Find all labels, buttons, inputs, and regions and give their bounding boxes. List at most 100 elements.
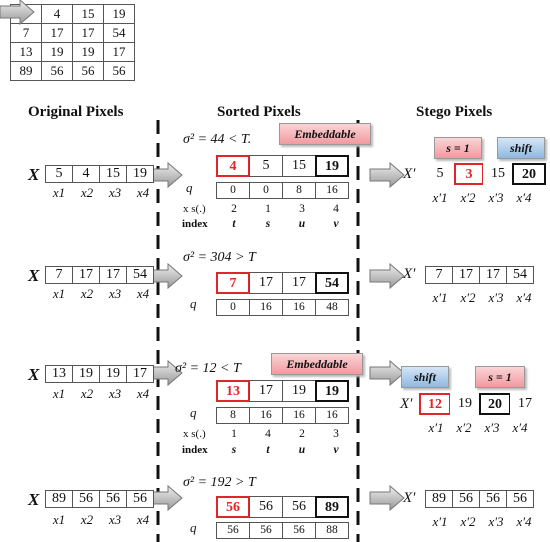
q-cell: 8 <box>216 407 250 424</box>
grid-cell: 13 <box>10 42 42 62</box>
subscript-label: x′3 <box>488 514 504 529</box>
x-label: X <box>28 266 40 285</box>
grid-cell: 56 <box>41 61 73 81</box>
pixel-cell: 4 <box>72 165 100 183</box>
q-cell: 56 <box>216 522 250 539</box>
q-row: 56 56 56 88 <box>216 522 349 539</box>
pixel-cell: 19 <box>126 165 154 183</box>
index-value: s <box>231 444 237 456</box>
q-cell: 56 <box>249 522 283 539</box>
subscript-label: x4 <box>136 512 150 527</box>
q-row: 0 0 8 16 <box>216 182 349 199</box>
index-value: t <box>266 444 270 456</box>
xs-value: 1 <box>231 428 237 440</box>
modified-pixel-cell: 3 <box>454 163 484 185</box>
index-value: u <box>298 444 306 456</box>
subscript-label: x′1 <box>432 290 448 305</box>
header-stego: Stego Pixels <box>416 104 493 120</box>
xs-value: 4 <box>333 203 339 215</box>
q-row: 0 16 16 48 <box>216 299 349 316</box>
subscript-label: x′1 <box>432 514 448 529</box>
original-pixels-row: 13 19 19 17 <box>45 365 154 383</box>
q-cell: 0 <box>216 299 250 316</box>
x-label: X <box>28 165 40 184</box>
xs-label: x s(.) <box>183 428 206 440</box>
q-label: q <box>190 520 197 535</box>
q-cell: 16 <box>315 182 349 199</box>
subscript-label: x1 <box>52 185 66 200</box>
q-label: q <box>186 180 193 195</box>
subscript-label: x′2 <box>460 290 476 305</box>
pixel-cell: 54 <box>506 266 534 284</box>
shift-tag: shift <box>401 366 449 388</box>
subscript-label: x′1 <box>432 190 448 205</box>
pixel-cell: 7 <box>45 266 73 284</box>
pixel-cell: 19 <box>99 365 127 383</box>
subscript-label: x3 <box>108 286 122 301</box>
index-value: t <box>232 218 236 230</box>
max-pixel-cell: 19 <box>315 155 349 177</box>
pixel-cell: 17 <box>452 266 480 284</box>
pixel-cell: 15 <box>99 165 127 183</box>
sorted-pixels-row: 4 5 15 19 <box>216 155 349 177</box>
index-label: index <box>182 218 208 230</box>
q-cell: 16 <box>249 299 283 316</box>
index-row: s t u v <box>217 444 353 456</box>
q-label: q <box>190 296 197 311</box>
index-value: v <box>333 218 339 230</box>
q-cell: 0 <box>249 182 283 199</box>
pixel-cell: 5 <box>45 165 73 183</box>
subscript-label: x4 <box>136 286 150 301</box>
sigma-condition: σ² = 304 > T <box>183 250 256 265</box>
pixel-cell: 17 <box>510 393 540 415</box>
embeddable-tag: Embeddable <box>271 353 363 375</box>
subscript-label: x2 <box>80 286 94 301</box>
arrow-icon <box>369 263 405 289</box>
subscript-label: x′2 <box>460 514 476 529</box>
arrow-icon <box>369 360 405 386</box>
min-pixel-cell: 7 <box>216 272 250 294</box>
subscript-label: x′1 <box>428 420 444 435</box>
original-pixels-row: 89 56 56 56 <box>45 490 154 508</box>
min-pixel-cell: 13 <box>216 380 250 402</box>
embeddable-tag: Embeddable <box>279 123 371 145</box>
pixel-cell: 15 <box>282 155 316 177</box>
x-prime-label: X′ <box>403 490 416 506</box>
xs-value: 4 <box>265 428 271 440</box>
subscript-label: x′2 <box>456 420 472 435</box>
pixel-cell: 17 <box>249 380 283 402</box>
pixel-cell: 17 <box>282 272 316 294</box>
xs-value: 2 <box>231 203 237 215</box>
header-sorted: Sorted Pixels <box>217 104 301 120</box>
pixel-cell: 56 <box>99 490 127 508</box>
xs-value: 1 <box>265 203 271 215</box>
xs-value: 3 <box>333 428 339 440</box>
subscript-label: x′4 <box>516 290 532 305</box>
q-cell: 48 <box>315 299 349 316</box>
pixel-cell: 5 <box>425 163 455 185</box>
index-label: index <box>182 444 208 456</box>
subscript-label: x1 <box>52 512 66 527</box>
subscript-label: x2 <box>80 185 94 200</box>
q-label: q <box>190 405 197 420</box>
subscript-label: x3 <box>108 512 122 527</box>
max-pixel-cell: 19 <box>315 380 349 402</box>
sigma-condition: σ² = 192 > T <box>183 475 256 490</box>
subscript-label: x4 <box>136 386 150 401</box>
x-prime-label: X′ <box>400 396 413 412</box>
header-original: Original Pixels <box>28 104 124 120</box>
modified-pixel-cell: 20 <box>479 393 511 415</box>
subscript-label: x2 <box>80 386 94 401</box>
q-cell: 8 <box>282 182 316 199</box>
index-value: v <box>333 444 339 456</box>
pixel-cell: 89 <box>425 490 453 508</box>
